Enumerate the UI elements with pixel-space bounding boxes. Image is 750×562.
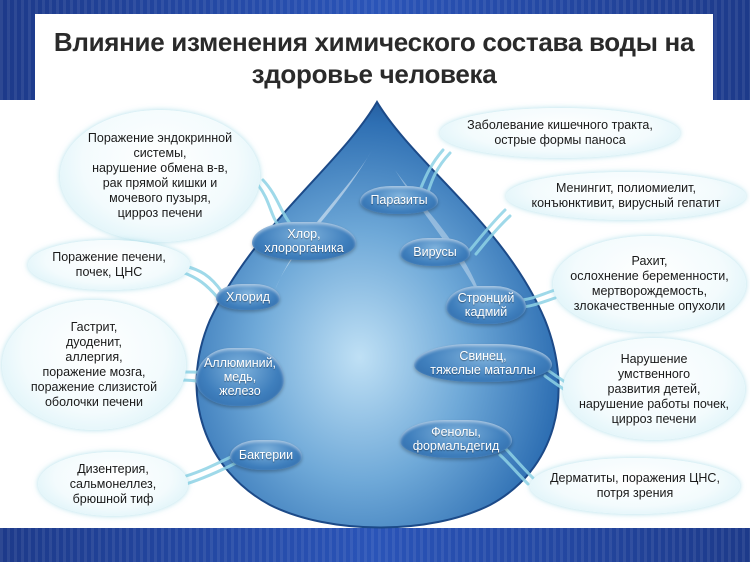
bubble-text: Дизентерия, сальмонеллез, брюшной тиф (69, 461, 157, 506)
cloud-label: Фенолы, формальдегид (412, 425, 500, 453)
bubble-meningitis: Менингит, полиомиелит, конъюнктивит, вир… (506, 172, 746, 220)
cloud-label: Хлорид (226, 290, 270, 304)
cloud-chlorine: Хлор, хлорорганика (252, 222, 356, 260)
cloud-strontium: Стронций кадмий (446, 286, 526, 324)
bubble-text: Поражение эндокринной системы, нарушение… (87, 131, 233, 220)
bubble-text: Заболевание кишечного тракта, острые фор… (467, 118, 653, 147)
cloud-aluminium: Аллюминий, медь, железо (196, 348, 284, 406)
cloud-parasites: Паразиты (360, 186, 438, 214)
bubble-intestinal: Заболевание кишечного тракта, острые фор… (440, 108, 680, 158)
cloud-lead: Свинец, тяжелые маталлы (414, 344, 552, 382)
bubble-rickets: Рахит, ослохнение беременности, мертворо… (553, 236, 746, 332)
cloud-chloride: Хлорид (216, 284, 280, 310)
title-panel (35, 14, 713, 100)
cloud-label: Вирусы (413, 245, 457, 259)
bubble-text: Нарушение умственного развития детей, на… (579, 351, 729, 426)
cloud-phenols: Фенолы, формальдегид (400, 420, 512, 458)
bubble-liver-kidney: Поражение печени, почек, ЦНС (28, 240, 190, 290)
bubble-text: Рахит, ослохнение беременности, мертворо… (570, 254, 729, 313)
cloud-label: Паразиты (370, 193, 428, 207)
cloud-label: Бактерии (238, 448, 294, 462)
bottom-frame-band (0, 528, 750, 562)
bubble-text: Дерматиты, поражения ЦНС, потря зрения (550, 471, 720, 500)
cloud-label: Хлор, хлорорганика (264, 227, 344, 255)
bubble-text: Гастрит, дуоденит, аллергия, поражение м… (30, 320, 158, 409)
bubble-mental-development: Нарушение умственного развития детей, на… (563, 338, 745, 440)
bubble-endocrine: Поражение эндокринной системы, нарушение… (60, 110, 260, 242)
cloud-label: Свинец, тяжелые маталлы (430, 349, 536, 377)
page-title: Влияние изменения химического состава во… (53, 27, 695, 89)
bubble-dysentery: Дизентерия, сальмонеллез, брюшной тиф (38, 452, 188, 516)
bubble-gastritis: Гастрит, дуоденит, аллергия, поражение м… (2, 300, 186, 430)
bubble-dermatitis: Дерматиты, поражения ЦНС, потря зрения (530, 458, 740, 514)
bubble-text: Менингит, полиомиелит, конъюнктивит, вир… (531, 181, 721, 210)
bubble-text: Поражение печени, почек, ЦНС (52, 250, 166, 279)
cloud-viruses: Вирусы (400, 238, 470, 266)
cloud-label: Стронций кадмий (457, 291, 515, 319)
cloud-bacteria: Бактерии (230, 440, 302, 470)
drop-highlight (275, 150, 372, 290)
cloud-label: Аллюминий, медь, железо (203, 356, 277, 398)
